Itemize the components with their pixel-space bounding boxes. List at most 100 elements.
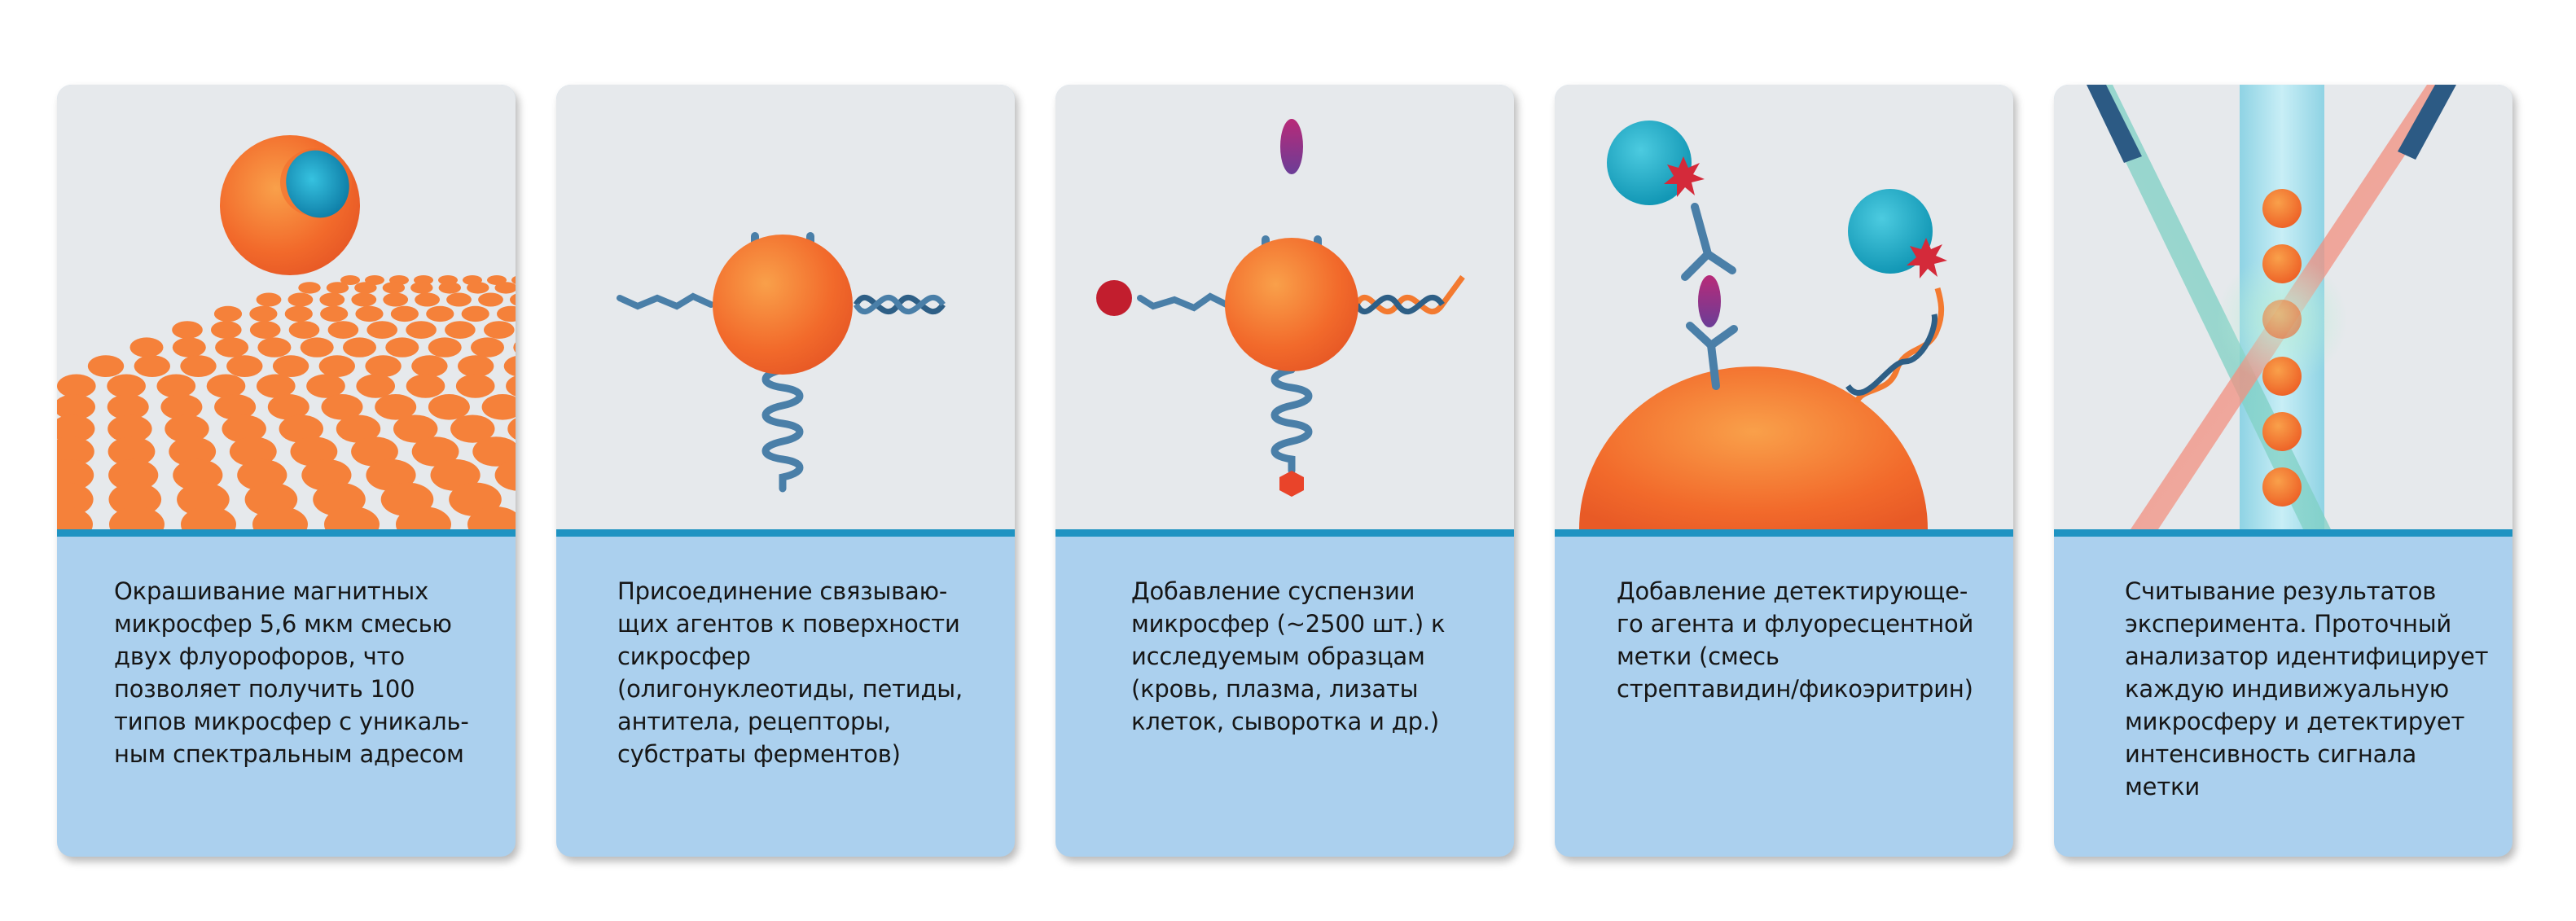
bead-dot — [181, 507, 236, 529]
bead-dot — [410, 282, 433, 294]
bead-dot — [129, 337, 164, 357]
bead-dot — [472, 436, 516, 467]
bead-dot — [428, 394, 470, 420]
bead-dot — [326, 282, 349, 294]
bead-dot — [438, 282, 461, 294]
bead-dot — [467, 507, 516, 529]
bead-dot — [257, 374, 296, 398]
bead-dot — [107, 374, 146, 398]
bead-dot — [446, 292, 472, 307]
bead-dot — [319, 292, 345, 307]
target-molecule-icon — [1096, 280, 1132, 316]
bead-dot — [287, 292, 314, 307]
bead-dot — [445, 321, 476, 339]
peptide-icon — [1137, 292, 1230, 312]
microsphere-stream — [2262, 189, 2302, 507]
step-1-illustration — [57, 85, 516, 529]
card-divider — [2054, 529, 2512, 537]
step-card-4: Добавление детектирующе- го агента и флу… — [1555, 85, 2013, 857]
bead-dot — [288, 321, 320, 339]
bead-dot — [107, 394, 149, 420]
oligonucleotide-icon — [1354, 274, 1465, 314]
step-card-1: Окрашивание магнитных микросфер 5,6 мкм … — [57, 85, 516, 857]
receptor-icon — [761, 366, 804, 493]
bead-dot — [108, 458, 159, 491]
bead-dot — [165, 414, 209, 443]
bead-dot — [324, 507, 380, 529]
bead-dot — [214, 394, 257, 420]
card-divider — [57, 529, 516, 537]
bead-dot — [351, 292, 377, 307]
bead-with-binding-agents-icon — [617, 232, 946, 493]
bead-dot — [172, 321, 203, 339]
bead-dot — [375, 394, 417, 420]
bead-dot — [494, 459, 516, 491]
bead-dot — [393, 414, 438, 443]
bead-dot — [318, 355, 355, 377]
bead-dot — [428, 337, 462, 357]
bead-dot — [173, 458, 223, 491]
bead-dot — [411, 436, 459, 467]
bead-dot — [343, 337, 376, 357]
bead-dot — [507, 418, 516, 440]
laser-emitter-right — [2398, 85, 2456, 160]
bead-dot — [134, 355, 170, 377]
bead-dot — [390, 305, 419, 322]
bead-dot — [257, 337, 292, 357]
bead-dot — [336, 414, 381, 443]
bead-dot — [206, 374, 246, 398]
bead-dot — [57, 394, 95, 420]
bead-dot — [229, 436, 277, 467]
bead-dot — [471, 337, 504, 357]
streptavidin-star-icon — [1907, 238, 1947, 278]
microsphere — [1225, 238, 1358, 371]
bead-dot — [226, 355, 263, 377]
card-divider — [556, 529, 1015, 537]
oligonucleotide-icon — [1845, 287, 1945, 404]
bead-dot — [478, 292, 503, 307]
bead-dot — [497, 305, 516, 322]
antibody-icon — [1686, 322, 1738, 390]
bead-dot — [461, 305, 489, 322]
bead-array-surface — [57, 275, 516, 529]
detection-agent-label-icon — [1579, 121, 1947, 529]
streptavidin-star-icon — [1664, 156, 1705, 197]
receptor-icon — [1270, 366, 1313, 475]
bead-with-sample-targets-icon — [1096, 119, 1465, 497]
step-card-3: Добавление суспензии микросфер (~2500 шт… — [1055, 85, 1514, 857]
bead-dot — [467, 282, 489, 294]
bead-dot — [222, 414, 266, 443]
step-1-caption: Окрашивание магнитных микросфер 5,6 мкм … — [114, 577, 469, 768]
bead-dot — [109, 507, 165, 529]
bead-dot — [327, 321, 359, 339]
bead-dot — [87, 355, 125, 377]
bead-dot — [356, 374, 396, 398]
bead-dot — [256, 292, 282, 307]
bead-dot — [57, 436, 94, 467]
step-5-caption: Считывание результатов эксперимента. Про… — [2125, 577, 2489, 800]
bead-dot — [455, 374, 495, 398]
bead-dot — [426, 305, 454, 322]
bead-dot — [484, 321, 515, 339]
bead-dot — [506, 375, 516, 397]
bead-dot — [503, 356, 516, 377]
step-card-2: Присоединение связываю- щих агентов к по… — [556, 85, 1015, 857]
bead-dot — [385, 337, 419, 357]
bead-dot — [406, 321, 437, 339]
bead-dot — [108, 482, 162, 517]
card-divider — [1055, 529, 1514, 537]
bead-dot — [213, 305, 243, 322]
bead-dot — [172, 337, 206, 357]
step-5-illustration — [2054, 85, 2512, 529]
bead-dot — [365, 355, 402, 377]
bead-dot — [300, 337, 334, 357]
bead-dot — [351, 436, 398, 467]
bead-dot — [354, 282, 377, 294]
card-divider — [1555, 529, 2013, 537]
bead-dot — [494, 282, 516, 294]
phycoerythrin-icon — [1848, 189, 1933, 274]
bead-dot — [481, 394, 516, 420]
antigen-icon — [1280, 119, 1303, 174]
bead-dot — [249, 321, 281, 339]
bead-dot — [340, 275, 360, 285]
